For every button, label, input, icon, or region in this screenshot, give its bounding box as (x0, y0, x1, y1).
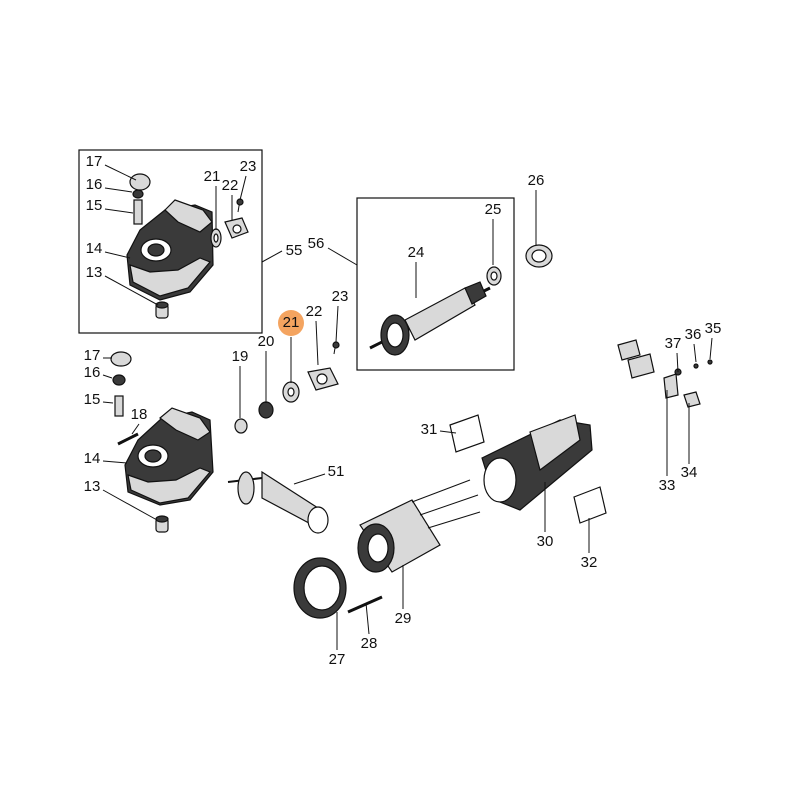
bearing-26 (525, 244, 553, 268)
assembly-frame-55 (78, 149, 263, 334)
leader-line-16 (104, 187, 133, 193)
part-label-34[interactable]: 34 (681, 464, 698, 481)
part-label-55[interactable]: 55 (286, 242, 303, 259)
leader-line-15 (102, 401, 114, 404)
gear-housing-top (126, 199, 214, 301)
plate-22 (307, 367, 339, 391)
part-label-15[interactable]: 15 (84, 391, 101, 408)
side-handle-51 (227, 470, 329, 534)
stator-29 (357, 479, 481, 573)
part-label-21[interactable]: 21 (283, 314, 300, 331)
washer-21 (282, 381, 300, 403)
part-label-23[interactable]: 23 (332, 288, 349, 305)
gear-housing (124, 407, 214, 506)
bushing-16-top (132, 189, 144, 199)
part-label-37[interactable]: 37 (665, 335, 682, 352)
part-label-13[interactable]: 13 (86, 264, 103, 281)
leader-line-35 (709, 337, 713, 360)
part-label-35[interactable]: 35 (705, 320, 722, 337)
leader-lines (102, 164, 713, 650)
part-label-14[interactable]: 14 (84, 450, 101, 467)
leader-line-56 (327, 247, 358, 266)
armature-24 (369, 281, 491, 356)
label-plate-31 (449, 414, 485, 453)
bearing-25 (486, 266, 502, 286)
nut-19 (234, 418, 248, 434)
plate-22-top (224, 217, 249, 239)
part-label-27[interactable]: 27 (329, 651, 346, 668)
leader-line-28 (365, 602, 370, 635)
bearing-13 (155, 515, 169, 533)
part-label-17[interactable]: 17 (86, 153, 103, 170)
assembly-frame-56 (356, 197, 515, 371)
leader-line-23 (239, 175, 247, 201)
part-label-24[interactable]: 24 (408, 244, 425, 261)
part-label-31[interactable]: 31 (421, 421, 438, 438)
screw-28 (347, 595, 383, 614)
screw-23-top (236, 198, 244, 213)
part-label-32[interactable]: 32 (581, 554, 598, 571)
leader-line-55 (261, 250, 283, 263)
leader-line-37 (676, 352, 679, 373)
leader-line-31 (439, 430, 457, 434)
motor-housing-30 (481, 414, 593, 511)
part-label-30[interactable]: 30 (537, 533, 554, 550)
switch-assembly (617, 339, 713, 408)
leader-line-14 (102, 460, 128, 464)
part-label-19[interactable]: 19 (232, 348, 249, 365)
part-label-23[interactable]: 23 (240, 158, 257, 175)
part-label-16[interactable]: 16 (86, 176, 103, 193)
part-label-21[interactable]: 21 (204, 168, 221, 185)
screw-23 (332, 341, 340, 355)
bearing-13-top (155, 301, 169, 319)
nut-20 (258, 401, 274, 419)
part-label-36[interactable]: 36 (685, 326, 702, 343)
part-label-29[interactable]: 29 (395, 610, 412, 627)
leader-line-13 (104, 275, 159, 306)
part-label-26[interactable]: 26 (528, 172, 545, 189)
part-label-14[interactable]: 14 (86, 240, 103, 257)
pin-15 (114, 395, 124, 417)
leader-line-16 (102, 374, 113, 379)
part-label-33[interactable]: 33 (659, 477, 676, 494)
part-label-17[interactable]: 17 (84, 347, 101, 364)
part-label-20[interactable]: 20 (258, 333, 275, 350)
leader-line-23 (335, 305, 339, 343)
leader-line-18 (131, 423, 140, 435)
leader-line-22 (315, 320, 319, 366)
part-label-22[interactable]: 22 (306, 303, 323, 320)
leader-line-15 (104, 208, 134, 214)
part-label-51[interactable]: 51 (328, 463, 345, 480)
highlight-marker (278, 310, 304, 336)
leader-line-13 (102, 489, 158, 521)
leader-line-51 (293, 473, 326, 485)
leader-line-17 (104, 164, 137, 181)
part-label-28[interactable]: 28 (361, 635, 378, 652)
part-label-13[interactable]: 13 (84, 478, 101, 495)
part-label-15[interactable]: 15 (86, 197, 103, 214)
ring-27 (293, 557, 347, 619)
part-label-25[interactable]: 25 (485, 201, 502, 218)
part-label-22[interactable]: 22 (222, 177, 239, 194)
cap-17-top (129, 173, 151, 191)
part-label-18[interactable]: 18 (131, 406, 148, 423)
leader-line-36 (693, 343, 697, 363)
part-label-56[interactable]: 56 (308, 235, 325, 252)
label-plate-32 (573, 486, 607, 524)
leader-line-14 (104, 251, 131, 259)
pin-15-top (133, 199, 143, 225)
screw-18 (117, 432, 139, 446)
part-label-16[interactable]: 16 (84, 364, 101, 381)
cap-17 (110, 351, 132, 367)
bushing-16 (112, 374, 126, 386)
washer-21-top (210, 228, 222, 248)
